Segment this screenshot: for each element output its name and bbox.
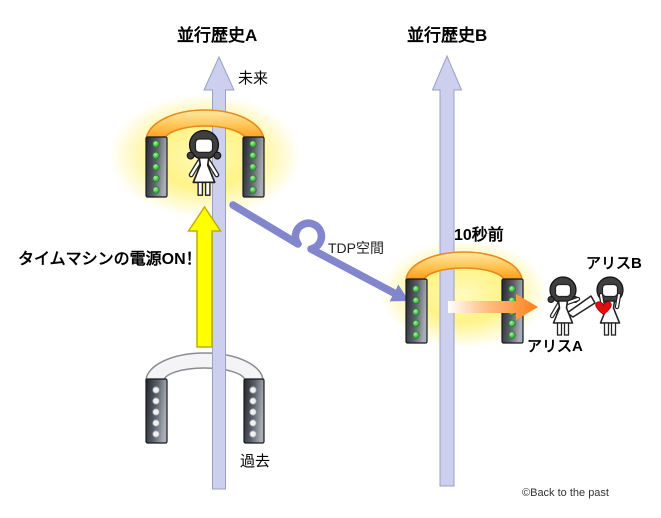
machine-past-arc [145,352,264,382]
past-label: 過去 [240,453,271,470]
time-machine-a [145,109,265,198]
alice-b-figure [595,276,624,336]
heart-icon [595,301,612,315]
power-on-arrow [187,205,222,348]
alice-a-pennant [566,295,596,318]
machine-a-leds-on [152,140,257,194]
parallel-history-b-title: 並行歴史B [407,26,488,45]
power-on-label: タイムマシンの電源ON！ [18,251,202,268]
alice-a-figure [547,276,596,336]
future-label: 未来 [238,70,269,87]
timeline-a-arrow [203,55,235,490]
parallel-history-a-title: 並行歴史A [177,26,258,45]
alice-a-label: アリスA [527,338,583,355]
tdp-space-label: TDP空間 [328,240,384,256]
tdp-space-arrow [229,201,409,302]
time-machine-past [145,352,265,444]
machine-past-leds-off [152,386,257,438]
exit-arrow [448,294,538,320]
copyright-label: ©Back to the past [522,487,609,499]
ten-seconds-ago-label: 10秒前 [454,227,504,244]
timeline-b-arrow [431,54,463,487]
alice-in-machine-figure [186,129,222,196]
alice-b-label: アリスB [586,255,642,272]
